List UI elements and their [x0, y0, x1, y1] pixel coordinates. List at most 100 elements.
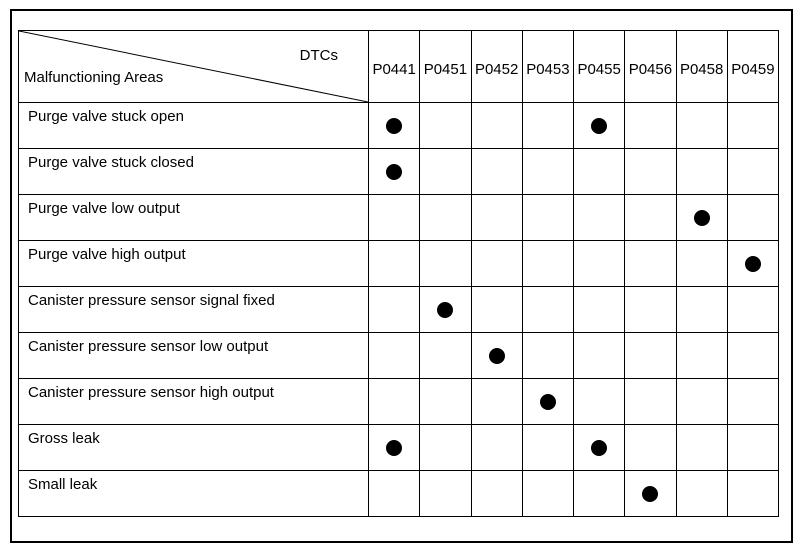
matrix-cell-p0458 — [675, 378, 728, 425]
matrix-cell-p0459 — [726, 332, 780, 379]
matrix-cell-p0441 — [367, 286, 421, 333]
matrix-cell-p0459 — [726, 194, 780, 241]
matrix-cell-p0456 — [624, 194, 677, 241]
matrix-cell-p0451 — [419, 102, 472, 149]
matrix-cell-p0451 — [419, 148, 472, 195]
matrix-cell-p0453 — [521, 286, 575, 333]
matrix-cell-p0451 — [419, 194, 472, 241]
matrix-cell-p0452 — [470, 378, 523, 425]
table-row: Purge valve high output — [18, 240, 780, 287]
matrix-cell-p0459 — [726, 286, 780, 333]
matrix-cell-p0451 — [419, 424, 472, 471]
matrix-cell-p0452 — [470, 240, 523, 287]
matrix-cell-p0441 — [367, 102, 421, 149]
matrix-cell-p0458 — [675, 470, 728, 517]
matrix-cell-p0456 — [624, 286, 677, 333]
column-header-p0459: P0459 — [726, 30, 780, 103]
row-label: Purge valve stuck closed — [18, 148, 369, 195]
matrix-cell-p0455 — [572, 424, 626, 471]
column-header-p0453: P0453 — [521, 30, 575, 103]
matrix-cell-p0453 — [521, 194, 575, 241]
dtc-marker-dot — [437, 301, 454, 318]
malfunctioning-areas-header-label: Malfunctioning Areas — [24, 69, 164, 86]
matrix-cell-p0452 — [470, 286, 523, 333]
table-row: Canister pressure sensor signal fixed — [18, 286, 780, 333]
matrix-cell-p0455 — [572, 470, 626, 517]
matrix-cell-p0458 — [675, 424, 728, 471]
column-header-p0458: P0458 — [675, 30, 728, 103]
dtcs-header-label: DTCs — [299, 47, 338, 64]
table-row: Purge valve low output — [18, 194, 780, 241]
matrix-cell-p0459 — [726, 102, 780, 149]
matrix-cell-p0453 — [521, 148, 575, 195]
table-row: Canister pressure sensor high output — [18, 378, 780, 425]
column-header-p0456: P0456 — [624, 30, 677, 103]
matrix-cell-p0441 — [367, 148, 421, 195]
matrix-cell-p0456 — [624, 378, 677, 425]
matrix-cell-p0453 — [521, 332, 575, 379]
matrix-cell-p0441 — [367, 470, 421, 517]
matrix-cell-p0453 — [521, 424, 575, 471]
matrix-cell-p0455 — [572, 286, 626, 333]
matrix-cell-p0453 — [521, 102, 575, 149]
matrix-cell-p0455 — [572, 148, 626, 195]
matrix-cell-p0458 — [675, 286, 728, 333]
matrix-cell-p0455 — [572, 102, 626, 149]
matrix-cell-p0441 — [367, 194, 421, 241]
row-label: Purge valve low output — [18, 194, 369, 241]
page-border-frame — [10, 9, 793, 543]
matrix-cell-p0456 — [624, 470, 677, 517]
matrix-cell-p0455 — [572, 378, 626, 425]
column-header-p0455: P0455 — [572, 30, 626, 103]
column-header-p0451: P0451 — [419, 30, 472, 103]
matrix-cell-p0452 — [470, 424, 523, 471]
matrix-cell-p0452 — [470, 332, 523, 379]
dtc-marker-dot — [591, 439, 608, 456]
matrix-cell-p0452 — [470, 102, 523, 149]
column-header-p0441: P0441 — [367, 30, 421, 103]
matrix-cell-p0451 — [419, 378, 472, 425]
matrix-cell-p0452 — [470, 194, 523, 241]
row-label: Small leak — [18, 470, 369, 517]
row-label: Purge valve high output — [18, 240, 369, 287]
matrix-cell-p0441 — [367, 332, 421, 379]
matrix-cell-p0459 — [726, 240, 780, 287]
dtc-marker-dot — [386, 439, 403, 456]
matrix-cell-p0459 — [726, 148, 780, 195]
dtc-marker-dot — [539, 393, 556, 410]
dtc-marker-dot — [744, 255, 761, 272]
table-row: Purge valve stuck closed — [18, 148, 780, 195]
matrix-cell-p0458 — [675, 102, 728, 149]
matrix-cell-p0453 — [521, 378, 575, 425]
matrix-cell-p0456 — [624, 424, 677, 471]
table-row: Gross leak — [18, 424, 780, 471]
matrix-cell-p0456 — [624, 332, 677, 379]
matrix-cell-p0458 — [675, 240, 728, 287]
dtc-marker-dot — [693, 209, 710, 226]
matrix-cell-p0441 — [367, 424, 421, 471]
column-header-p0452: P0452 — [470, 30, 523, 103]
dtc-marker-dot — [386, 117, 403, 134]
matrix-cell-p0453 — [521, 470, 575, 517]
dtc-marker-dot — [386, 163, 403, 180]
dtc-marker-dot — [488, 347, 505, 364]
matrix-cell-p0455 — [572, 332, 626, 379]
matrix-cell-p0452 — [470, 470, 523, 517]
matrix-cell-p0456 — [624, 240, 677, 287]
diagonal-divider-line — [19, 31, 368, 102]
matrix-cell-p0453 — [521, 240, 575, 287]
matrix-cell-p0458 — [675, 194, 728, 241]
corner-cell: DTCs Malfunctioning Areas — [18, 30, 369, 103]
matrix-cell-p0458 — [675, 332, 728, 379]
matrix-cell-p0456 — [624, 148, 677, 195]
row-label: Purge valve stuck open — [18, 102, 369, 149]
matrix-cell-p0455 — [572, 240, 626, 287]
matrix-cell-p0451 — [419, 332, 472, 379]
row-label: Gross leak — [18, 424, 369, 471]
row-label: Canister pressure sensor low output — [18, 332, 369, 379]
row-label: Canister pressure sensor signal fixed — [18, 286, 369, 333]
matrix-cell-p0441 — [367, 378, 421, 425]
